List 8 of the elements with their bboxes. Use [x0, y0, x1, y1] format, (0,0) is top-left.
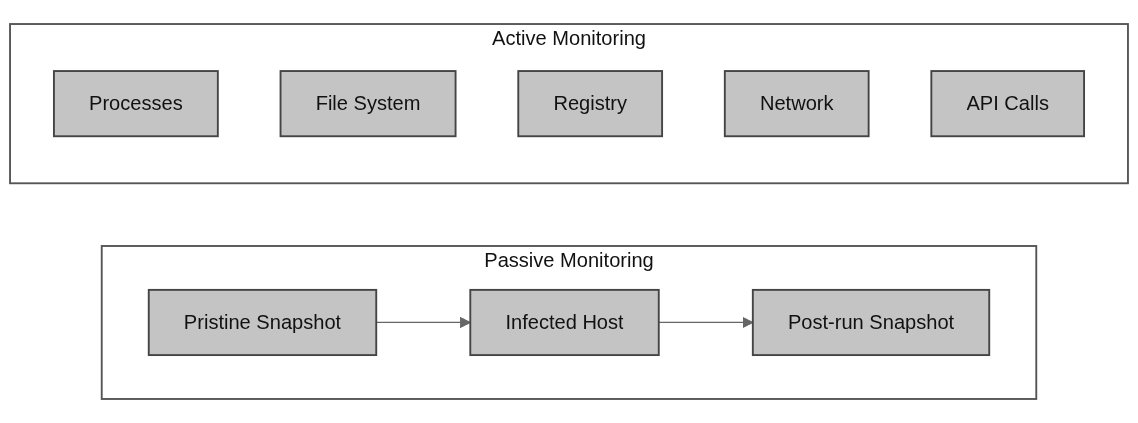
node-box: Registry	[517, 70, 664, 138]
node-box: Network	[723, 70, 870, 138]
node-box: Infected Host	[469, 288, 660, 357]
node-box: API Calls	[930, 70, 1085, 138]
node-box: Post-run Snapshot	[751, 288, 991, 357]
node-box: File System	[279, 70, 457, 138]
node-box: Pristine Snapshot	[147, 288, 378, 357]
node-box: Processes	[53, 70, 219, 138]
